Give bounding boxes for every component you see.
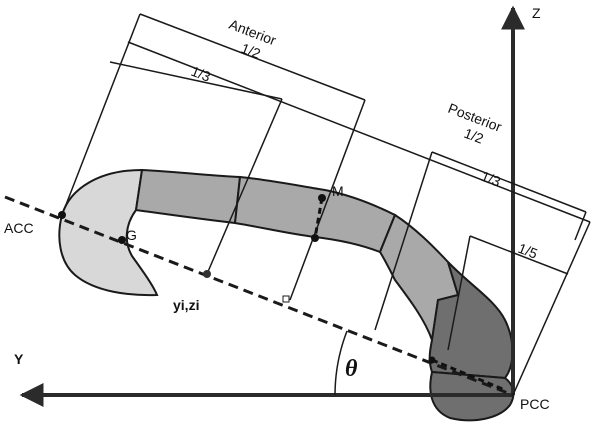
posterior-half-label: 1/2 xyxy=(462,125,486,147)
z-axis-label: Z xyxy=(532,5,541,21)
ext-mid xyxy=(289,99,366,301)
yizi-point xyxy=(203,270,211,278)
genu-segment xyxy=(58,168,159,297)
posterior-third-dim xyxy=(431,151,587,213)
third-right-label: 1/3 xyxy=(479,168,503,190)
ext-third xyxy=(206,98,283,275)
g-label: G xyxy=(126,227,137,243)
anterior-half-dim xyxy=(139,13,366,101)
fifth-label: 1/5 xyxy=(516,240,540,262)
ext-fifth xyxy=(447,235,471,351)
posterior-chord xyxy=(431,358,506,392)
ext-posterior-third xyxy=(374,151,433,331)
m-label: M xyxy=(332,183,344,199)
g-point xyxy=(118,236,126,244)
acc-point xyxy=(58,211,66,219)
theta-label: θ xyxy=(345,356,358,382)
posterior-point xyxy=(428,356,436,364)
m-point xyxy=(318,194,326,202)
anterior-half-label: 1/2 xyxy=(239,40,263,62)
posterior-fifth-dim xyxy=(469,235,569,275)
anterior-third-dim xyxy=(109,61,283,100)
theta-arc xyxy=(334,330,348,396)
m-lower-point xyxy=(311,234,319,242)
ext-pcc-inner xyxy=(574,211,587,241)
acc-pcc-dashed-line xyxy=(4,195,514,397)
right-angle-marker xyxy=(282,295,290,303)
ext-pcc xyxy=(512,221,591,396)
posterior-body-segment xyxy=(378,213,460,341)
m-chord xyxy=(313,197,324,239)
full-length-dim xyxy=(127,41,591,223)
ext-acc xyxy=(61,13,141,216)
third-left-label: 1/3 xyxy=(189,63,213,85)
pcc-label: PCC xyxy=(520,396,550,412)
acc-label: ACC xyxy=(4,220,34,236)
y-axis-label: Y xyxy=(14,351,24,367)
anterior-body-segment xyxy=(134,168,242,225)
yizi-label: yi,zi xyxy=(173,297,199,313)
